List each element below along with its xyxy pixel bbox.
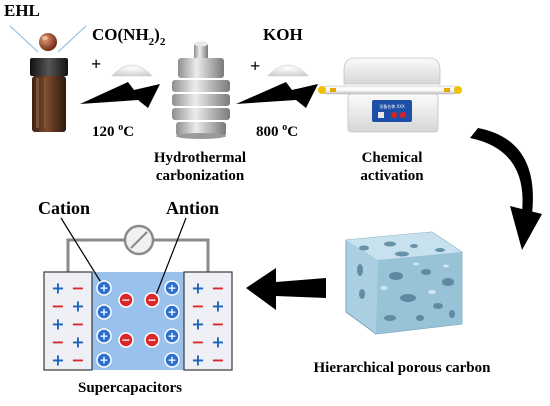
plus-charge: + [211, 333, 224, 352]
svg-text:−: − [147, 334, 156, 347]
svg-text:+: + [99, 354, 108, 367]
electrode-charges: +−+−−+−++−+−−+−++−+− [51, 279, 224, 370]
tube-furnace-icon: 设备名称 XXX [318, 57, 462, 133]
minus-charge: − [71, 279, 84, 298]
cation-pointer [60, 217, 103, 285]
lamp-icon [9, 25, 87, 53]
curved-down-arrow-icon [470, 128, 542, 250]
electrolyte-ions: ++++++++−−−− [96, 280, 180, 368]
step1-reagent-main: CO(NH [92, 25, 149, 44]
activation-label: Chemical activation [360, 150, 424, 184]
step2-temperature: 800 oC [256, 122, 298, 140]
svg-text:−: − [121, 294, 130, 307]
minus-charge: − [211, 351, 224, 370]
cation-ion: + [164, 304, 180, 320]
cation-ion: + [96, 352, 112, 368]
plus-charge: + [51, 279, 64, 298]
powder-pile-icon [267, 64, 309, 77]
cation-ion: + [96, 280, 112, 296]
anion-ion: − [144, 332, 160, 348]
cation-ion: + [164, 352, 180, 368]
product-label: Hierarchical porous carbon [314, 360, 492, 376]
hydrothermal-line1: Hydrothermal [154, 150, 246, 166]
plus-charge: + [71, 297, 84, 316]
porous-carbon-block-icon [345, 231, 463, 335]
minus-charge: − [71, 351, 84, 370]
svg-text:−: − [121, 334, 130, 347]
anion-pointer [153, 217, 187, 301]
left-arrow-icon [246, 268, 326, 310]
autoclave-icon [172, 41, 230, 139]
svg-text:+: + [167, 354, 176, 367]
cation-ion: + [164, 328, 180, 344]
big-right-arrow-icon [80, 82, 160, 108]
cation-ion: + [96, 328, 112, 344]
minus-charge: − [191, 297, 204, 316]
svg-text:+: + [99, 330, 108, 343]
svg-text:+: + [99, 306, 108, 319]
step1-temp-c: C [123, 124, 134, 140]
supercapacitor-device: Cation Antion +−+−−+−++−+−−+−++−+− +++++… [38, 198, 233, 371]
precursor-label: EHL [4, 1, 40, 20]
minus-charge: − [211, 315, 224, 334]
minus-charge: − [51, 297, 64, 316]
step1-plus: + [91, 54, 101, 74]
left-electrode [43, 271, 93, 371]
furnace-display-text: 设备名称 XXX [379, 103, 405, 109]
hydrothermal-label: Hydrothermal carbonization [154, 150, 246, 184]
step2-plus: + [250, 56, 260, 76]
plus-charge: + [51, 351, 64, 370]
step2-group: KOH + 800 oC [236, 25, 318, 140]
plus-charge: + [71, 333, 84, 352]
svg-text:+: + [167, 306, 176, 319]
anion-ion: − [118, 332, 134, 348]
svg-text:+: + [167, 330, 176, 343]
big-right-arrow-icon [236, 82, 318, 108]
step2-temp-c: C [287, 124, 298, 140]
anion-label: Antion [166, 198, 219, 218]
step1-reagent-sub2: 2 [160, 36, 166, 48]
minus-charge: − [211, 279, 224, 298]
step1-reagent-close: ) [154, 25, 160, 44]
step1-temp-o: o [118, 122, 123, 133]
plus-charge: + [51, 315, 64, 334]
step2-temp-value: 800 [256, 124, 282, 140]
svg-text:−: − [147, 294, 156, 307]
hydrothermal-line2: carbonization [156, 168, 245, 184]
step1-reagent: CO(NH2)2 [92, 25, 166, 48]
cation-label: Cation [38, 198, 90, 218]
minus-charge: − [191, 333, 204, 352]
svg-text:+: + [99, 282, 108, 295]
activation-line2: activation [360, 168, 424, 184]
plus-charge: + [191, 351, 204, 370]
external-circuit [66, 224, 210, 272]
step1-temperature: 120 oC [92, 122, 134, 140]
plus-charge: + [191, 279, 204, 298]
step2-temp-o: o [282, 122, 287, 133]
right-electrode [183, 271, 233, 371]
device-label: Supercapacitors [78, 380, 182, 396]
step1-group: + CO(NH2)2 120 oC [80, 25, 166, 140]
minus-charge: − [51, 333, 64, 352]
precursor-group: EHL [4, 1, 87, 132]
cation-ion: + [96, 304, 112, 320]
vial-icon [30, 58, 68, 132]
svg-text:+: + [167, 282, 176, 295]
activation-line1: Chemical [362, 150, 423, 166]
cation-ion: + [164, 280, 180, 296]
step2-reagent: KOH [263, 25, 303, 44]
anion-ion: − [144, 292, 160, 308]
step1-temp-value: 120 [92, 124, 118, 140]
anion-ion: − [118, 292, 134, 308]
plus-charge: + [211, 297, 224, 316]
minus-charge: − [71, 315, 84, 334]
step1-reagent-sub: 2 [149, 36, 155, 48]
plus-charge: + [191, 315, 204, 334]
powder-pile-icon [111, 64, 153, 77]
